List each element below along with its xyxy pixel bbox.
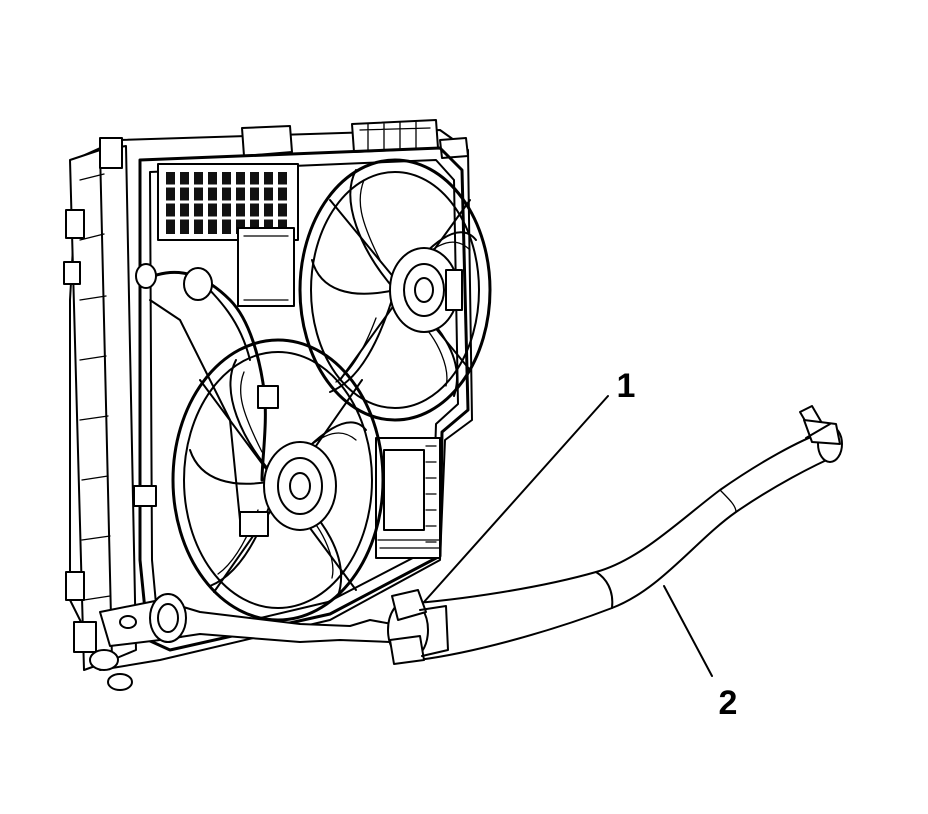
callout-2-leader [663,585,713,677]
lower-cooling-fan [171,338,385,622]
top-bracket-left [241,125,293,157]
callout-2-label: 2 [719,684,738,722]
callout-1: 1 [423,367,636,603]
radiator-hose [387,405,843,665]
upper-vent-grille [157,163,299,307]
callout-2: 2 [663,585,738,722]
lower-vent-grille [375,437,441,559]
callout-1-leader [423,395,609,603]
upper-cooling-fan [298,158,492,422]
left-bracket-upper [65,209,85,239]
hose-clamp [391,589,427,621]
callout-1-label: 1 [617,367,636,405]
